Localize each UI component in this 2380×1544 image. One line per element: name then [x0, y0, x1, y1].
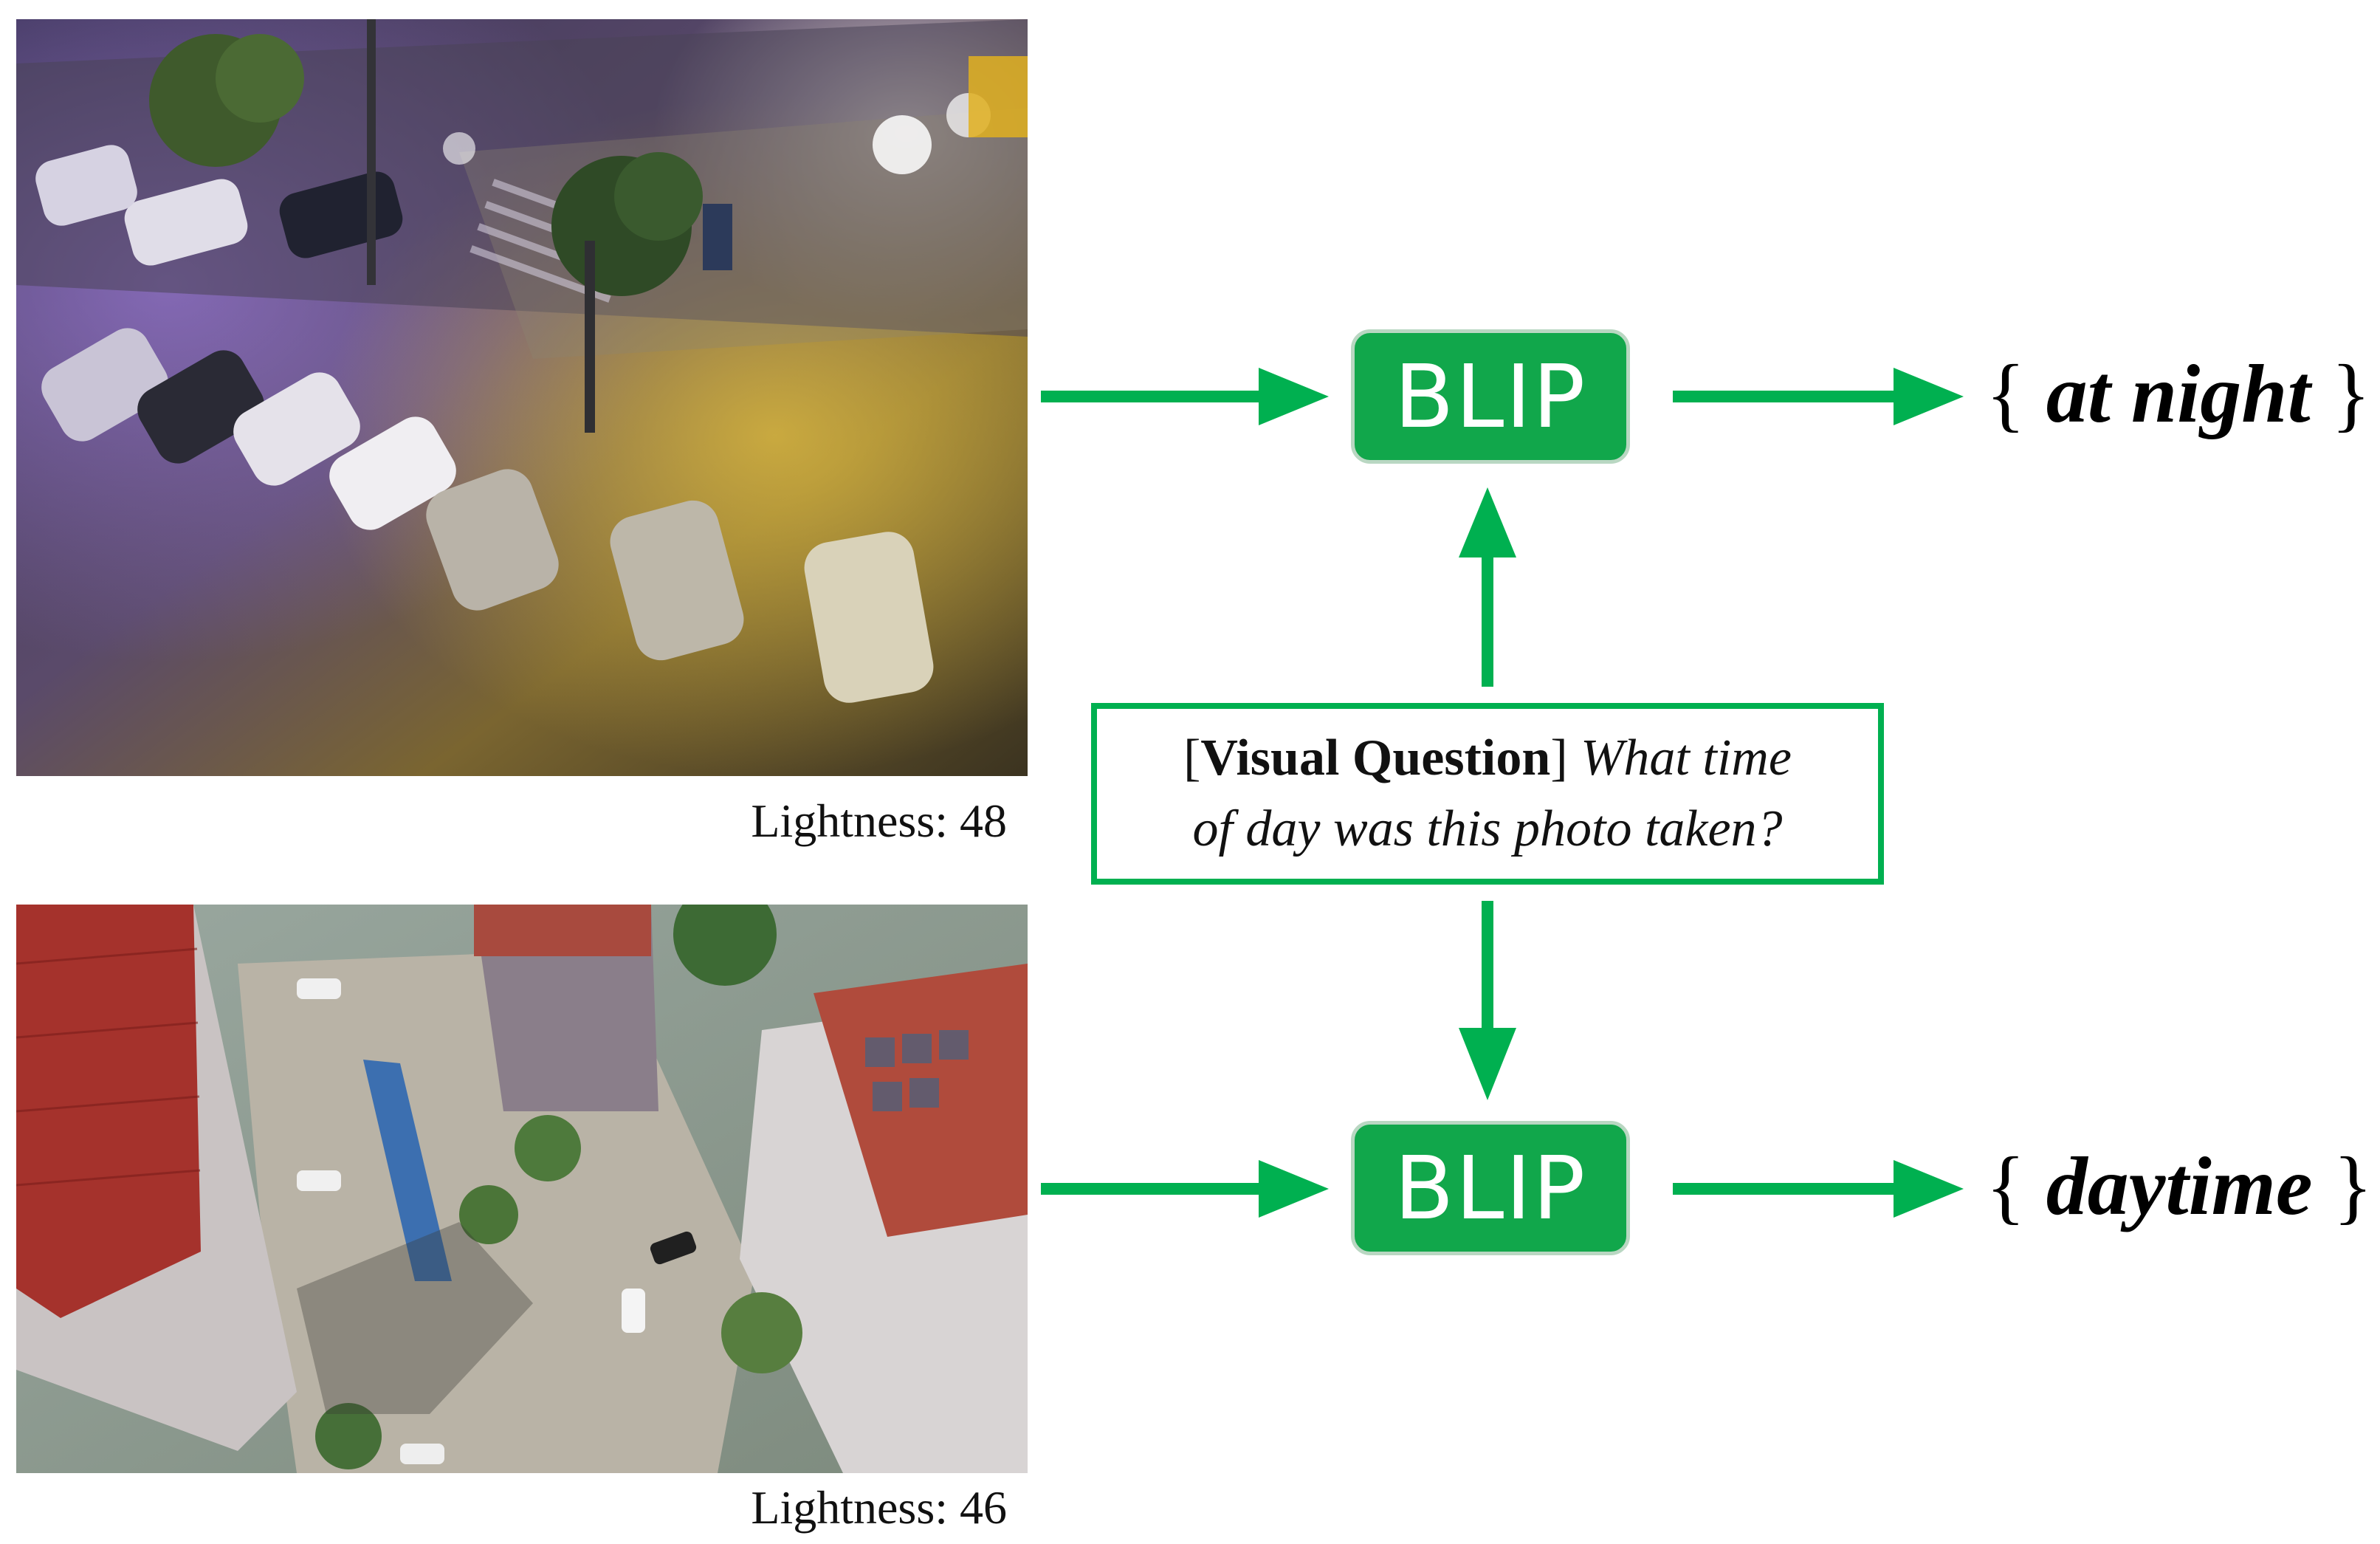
- blip-label-bottom: BLIP: [1394, 1137, 1587, 1239]
- question-text-line-2: of day was this photo taken?: [1192, 794, 1782, 865]
- answer-top: { at night }: [1986, 347, 2370, 442]
- arrow-question-to-blip-top-head: [1459, 487, 1516, 557]
- night-photo-illustration: [16, 19, 1028, 776]
- blip-model-box-bottom: BLIP: [1351, 1121, 1630, 1255]
- night-photo-caption: Lightness: 48: [751, 794, 1007, 848]
- question-tag-text: Visual Question: [1200, 730, 1550, 786]
- answer-bottom-text: daytime: [2046, 1141, 2313, 1232]
- arrow-night-to-blip-head: [1259, 368, 1329, 425]
- answer-bottom-close-brace: }: [2313, 1141, 2373, 1232]
- day-aerial-photo: [16, 905, 1028, 1473]
- question-line-1: [Visual Question] What time: [1183, 723, 1792, 794]
- answer-top-close-brace: }: [2311, 349, 2371, 440]
- arrow-day-to-blip-head: [1259, 1160, 1329, 1218]
- answer-top-text: at night: [2046, 349, 2311, 440]
- answer-bottom-open-brace: {: [1986, 1141, 2046, 1232]
- question-text-line-1: What time: [1581, 730, 1792, 786]
- answer-bottom: { daytime }: [1986, 1139, 2373, 1235]
- visual-question-box: [Visual Question] What time of day was t…: [1091, 703, 1884, 885]
- blip-label-top: BLIP: [1394, 346, 1587, 447]
- blip-model-box-top: BLIP: [1351, 329, 1630, 464]
- question-bracket-open: [: [1183, 730, 1200, 786]
- day-photo-illustration: [16, 905, 1028, 1473]
- day-photo-caption: Lightness: 46: [751, 1480, 1007, 1535]
- answer-top-open-brace: {: [1986, 349, 2046, 440]
- night-aerial-photo: [16, 19, 1028, 776]
- arrow-blip-to-answer-bottom-head: [1894, 1160, 1964, 1218]
- arrow-question-to-blip-bottom-head: [1459, 1028, 1516, 1100]
- arrow-blip-to-answer-top-head: [1894, 368, 1964, 425]
- question-bracket-close: ]: [1550, 730, 1567, 786]
- question-tag: [Visual Question]: [1183, 730, 1568, 786]
